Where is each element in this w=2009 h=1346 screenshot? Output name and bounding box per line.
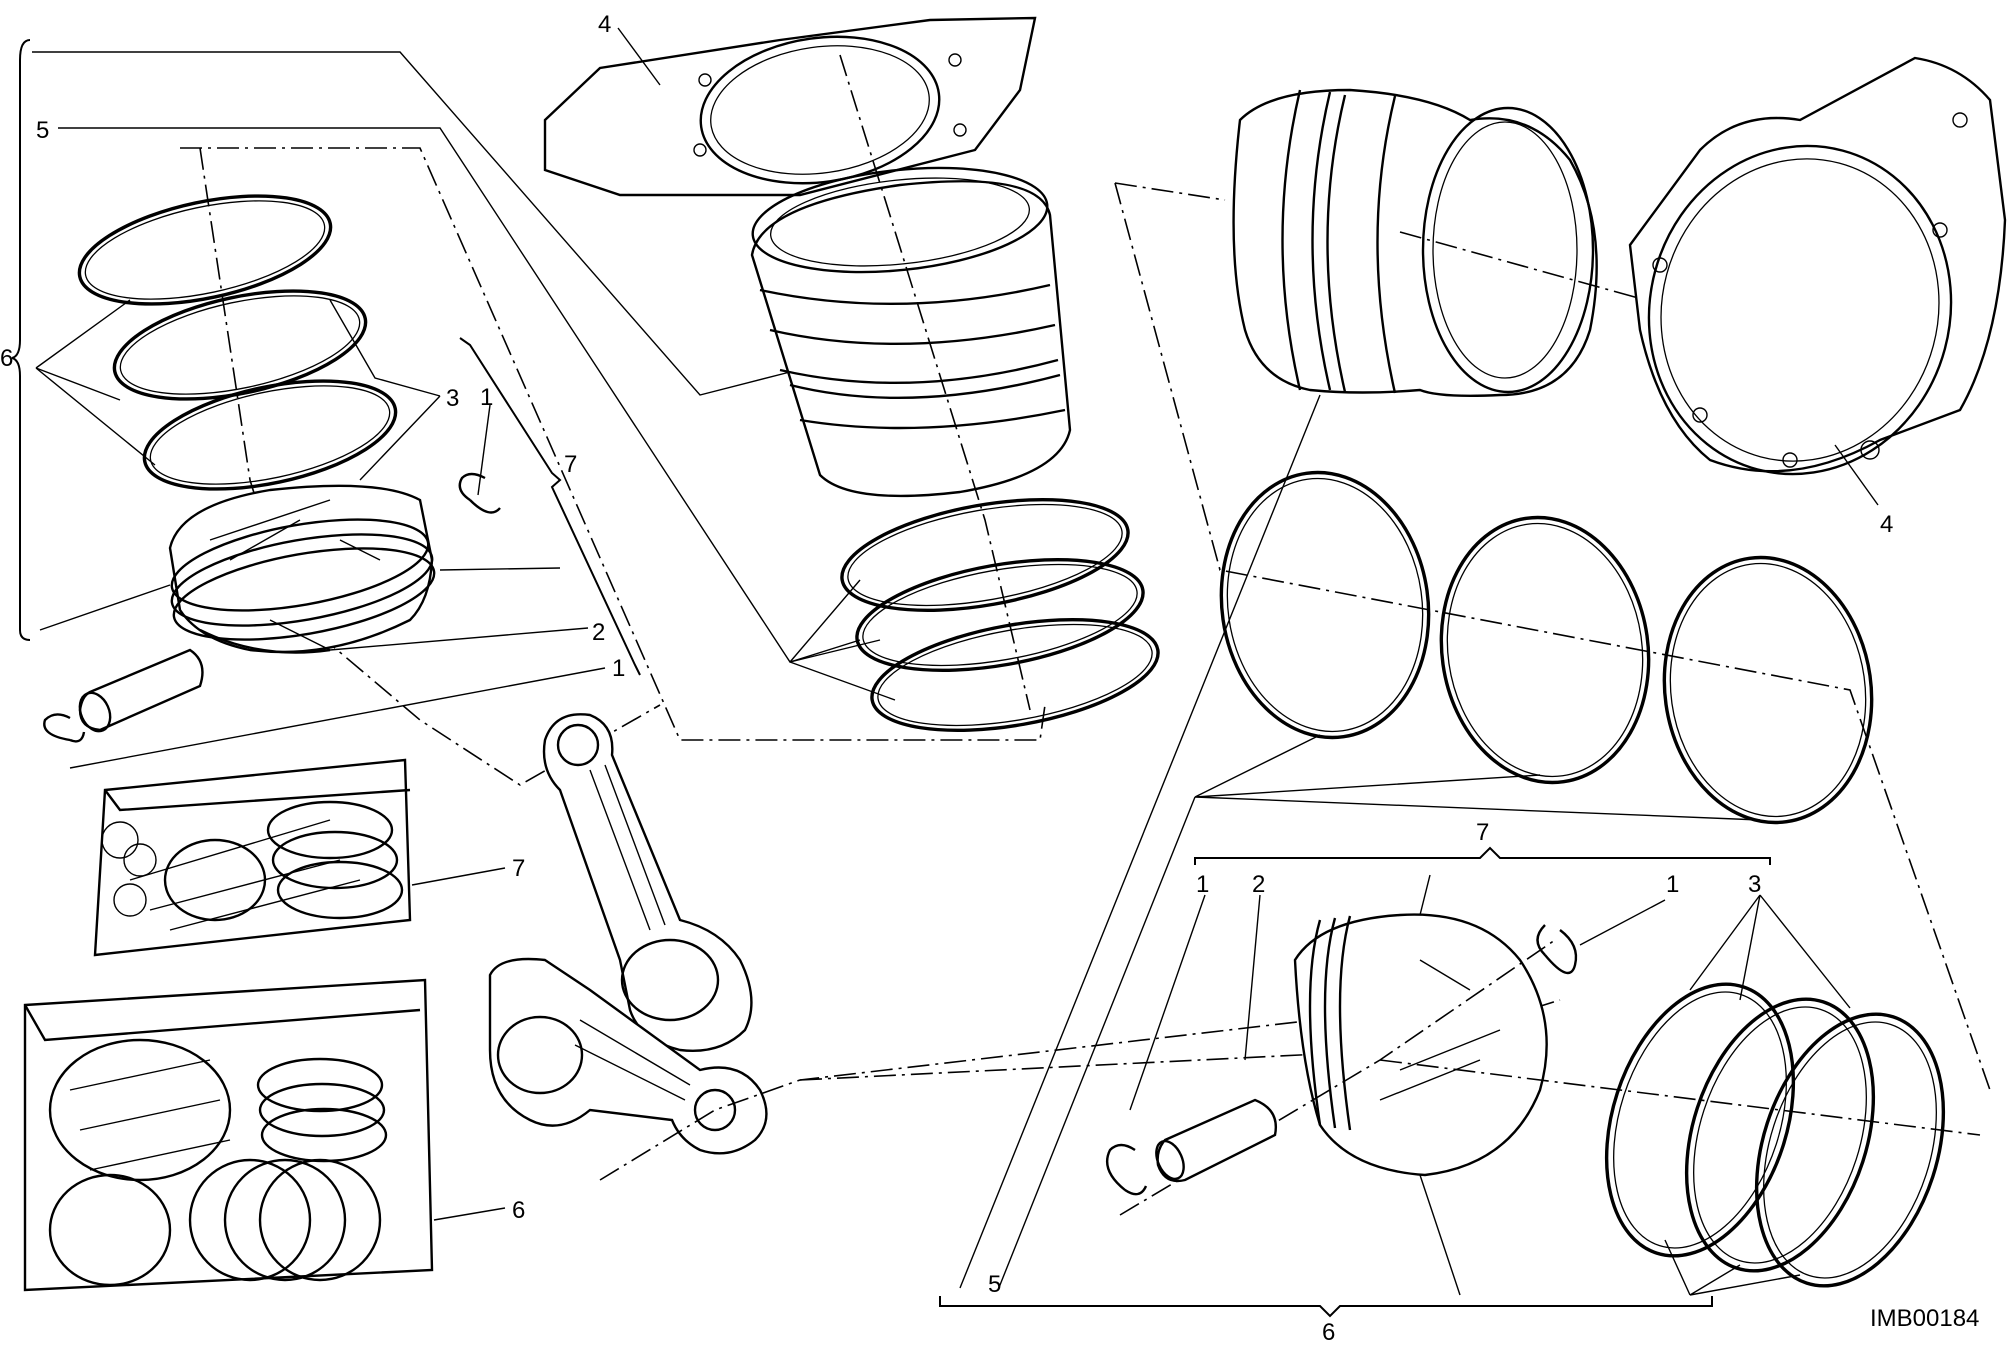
callout-right-piston-kit: 6 (1322, 1319, 1335, 1346)
leader-right-pin (1244, 894, 1261, 1061)
callout-left-circlip-top: 1 (480, 384, 493, 411)
leader-right-piston-top (1419, 874, 1431, 916)
cylinder-right (1232, 88, 1598, 398)
ring-set-box-left (93, 758, 412, 957)
circlip-left-top (458, 472, 501, 514)
leader-rings-left (35, 299, 156, 466)
callout-right-circlip-right: 1 (1666, 871, 1679, 898)
leader-to-cylinder-5 (58, 127, 861, 663)
axis-rod-lower (599, 1009, 1401, 1181)
piston-pin-right (1155, 1098, 1277, 1183)
piston-pin-left (78, 648, 204, 733)
callout-left-circlip-bottom: 1 (612, 655, 625, 682)
callout-right-cylinder: 5 (988, 1271, 1001, 1298)
leader-rings-3 (329, 299, 441, 481)
cylinder-left (750, 166, 1072, 498)
leader-right-rings-to-5 (997, 796, 1196, 1291)
callout-left-box-kit: 6 (512, 1197, 525, 1224)
connecting-rod-upper (542, 713, 753, 1052)
kit-7-bracket-right (1194, 846, 1771, 865)
kit-6-bracket-right (939, 1296, 1713, 1318)
axis-right-box (1114, 182, 1991, 1091)
head-gasket-left (543, 16, 1037, 197)
drawing-code: IMB00184 (1870, 1305, 1979, 1332)
callout-right-gasket: 4 (1880, 511, 1893, 538)
axis-left-stack (180, 147, 1046, 741)
callout-left-pin: 2 (592, 619, 605, 646)
callout-left-rings: 3 (446, 385, 459, 412)
kit-6-bracket-left (11, 39, 31, 641)
callout-left-piston-kit: 6 (0, 345, 13, 372)
head-gasket-right (1628, 56, 2007, 476)
connecting-rod-lower (488, 957, 768, 1155)
callout-left-ring-set: 7 (564, 451, 577, 478)
circlip-left-bottom (43, 713, 86, 743)
leader-to-gasket-4 (32, 51, 791, 396)
leader-box-7 (411, 867, 506, 886)
kit-7-bracket-left (459, 337, 641, 676)
callout-left-gasket: 4 (598, 11, 611, 38)
leader-right-rings (1194, 734, 1761, 821)
axis-right-piston (1119, 939, 1981, 1216)
piston-rings-left (77, 194, 398, 491)
callout-right-circlip-left: 1 (1196, 871, 1209, 898)
callout-left-box-rings: 7 (512, 855, 525, 882)
callout-right-ring-set: 7 (1476, 819, 1489, 846)
piston-kit-box-left (23, 978, 434, 1292)
piston-rings-right-lower (1604, 982, 1946, 1288)
leader-circlip-bottom (69, 667, 606, 769)
axis-cylinder (839, 54, 1031, 711)
piston-rings-right (1219, 470, 1874, 825)
circlip-right-right (1536, 924, 1578, 975)
leader-right-circlip-right (1579, 899, 1666, 946)
leader-right-circlip-left (1129, 894, 1206, 1111)
leader-piston-left (39, 567, 561, 631)
leader-right-piston-bottom (1419, 1174, 1461, 1296)
leader-pin-left (269, 619, 589, 651)
leader-right-rings-3 (1689, 894, 1851, 1009)
piston-rings-center (840, 497, 1160, 733)
piston-left (168, 484, 436, 654)
piston-right (1293, 913, 1548, 1177)
leader-right-cylinder (959, 394, 1321, 1289)
circlip-right-left (1105, 1143, 1148, 1196)
leader-gasket-left (617, 27, 661, 86)
leader-right-rings-bottom (1664, 1239, 1801, 1296)
leader-gasket-right (1834, 444, 1879, 506)
callout-right-pin: 2 (1252, 871, 1265, 898)
callout-right-rings: 3 (1748, 871, 1761, 898)
leader-circlip-top (477, 404, 491, 496)
callout-left-cylinder: 5 (36, 117, 49, 144)
leader-center-rings (789, 579, 896, 701)
leader-box-6 (433, 1207, 506, 1221)
